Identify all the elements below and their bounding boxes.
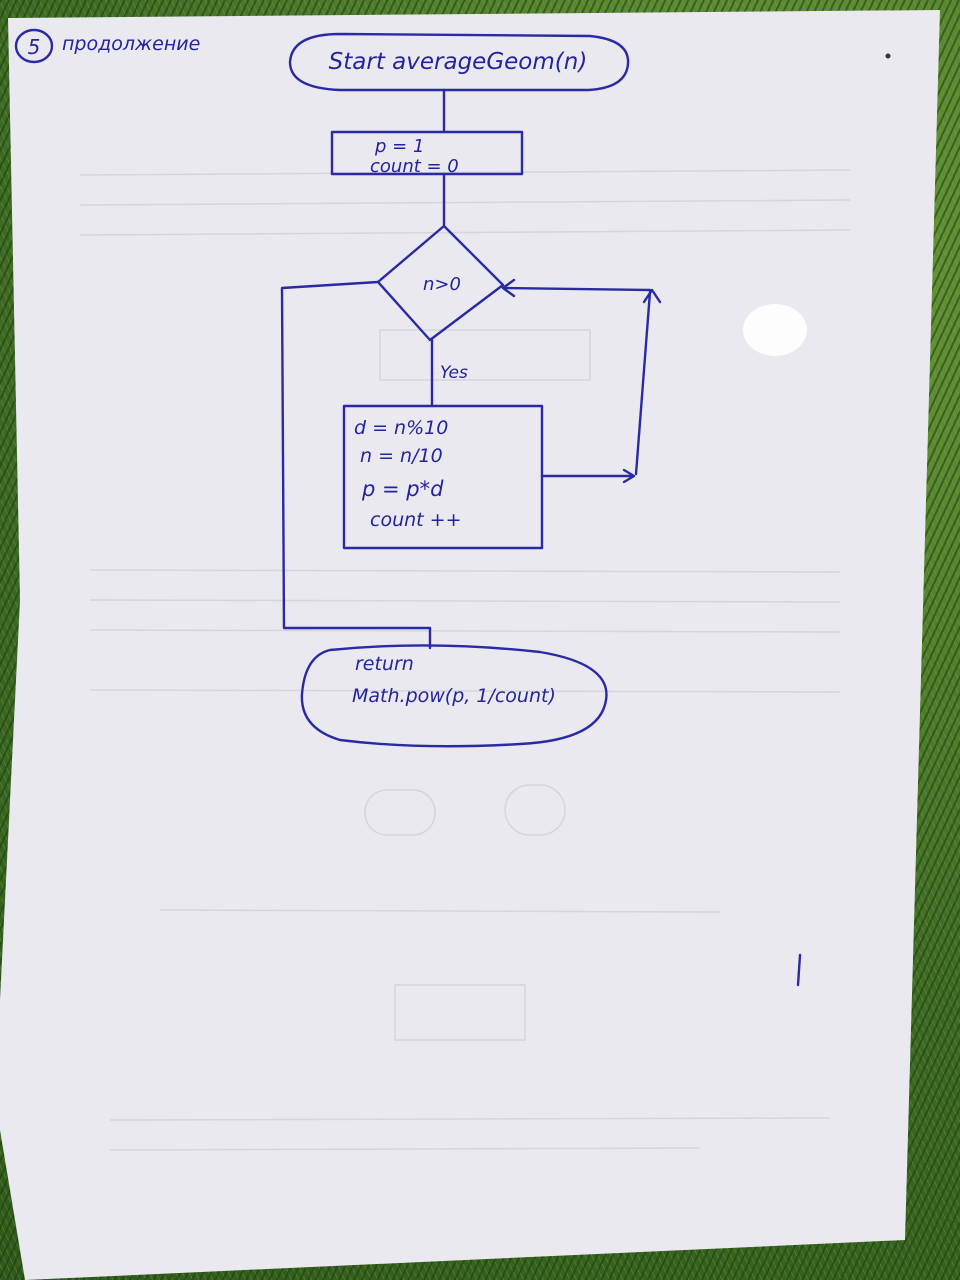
start-label: Start averageGeom(n) <box>329 49 588 75</box>
end-line-2: Math.pow(p, 1/count) <box>352 685 556 707</box>
start-terminal <box>288 32 630 92</box>
decision-diamond <box>376 224 505 342</box>
loop-back-arrow <box>501 286 662 484</box>
body-line-1: d = n%10 <box>354 417 448 439</box>
stray-pen-mark <box>796 953 802 987</box>
body-line-3: p = p*d <box>361 477 444 501</box>
init-line-2: count = 0 <box>370 156 459 177</box>
end-line-1: return <box>355 653 414 675</box>
end-terminal <box>300 644 608 748</box>
page-number-badge: 5 <box>14 28 54 64</box>
init-process-box <box>330 130 524 176</box>
body-line-2: n = n/10 <box>360 445 443 467</box>
paper-sheet <box>0 10 940 1280</box>
exit-path <box>280 280 432 650</box>
continuation-label: продолжение <box>62 33 200 55</box>
show-through-text <box>79 169 851 1151</box>
body-line-4: count ++ <box>370 509 461 531</box>
corner-dot <box>885 53 891 59</box>
yes-label: Yes <box>440 363 468 383</box>
init-line-1: p = 1 <box>374 136 424 157</box>
decision-label: n>0 <box>423 274 461 295</box>
light-glare <box>743 304 807 356</box>
page-number: 5 <box>28 35 41 59</box>
loop-arrowhead <box>501 278 516 298</box>
